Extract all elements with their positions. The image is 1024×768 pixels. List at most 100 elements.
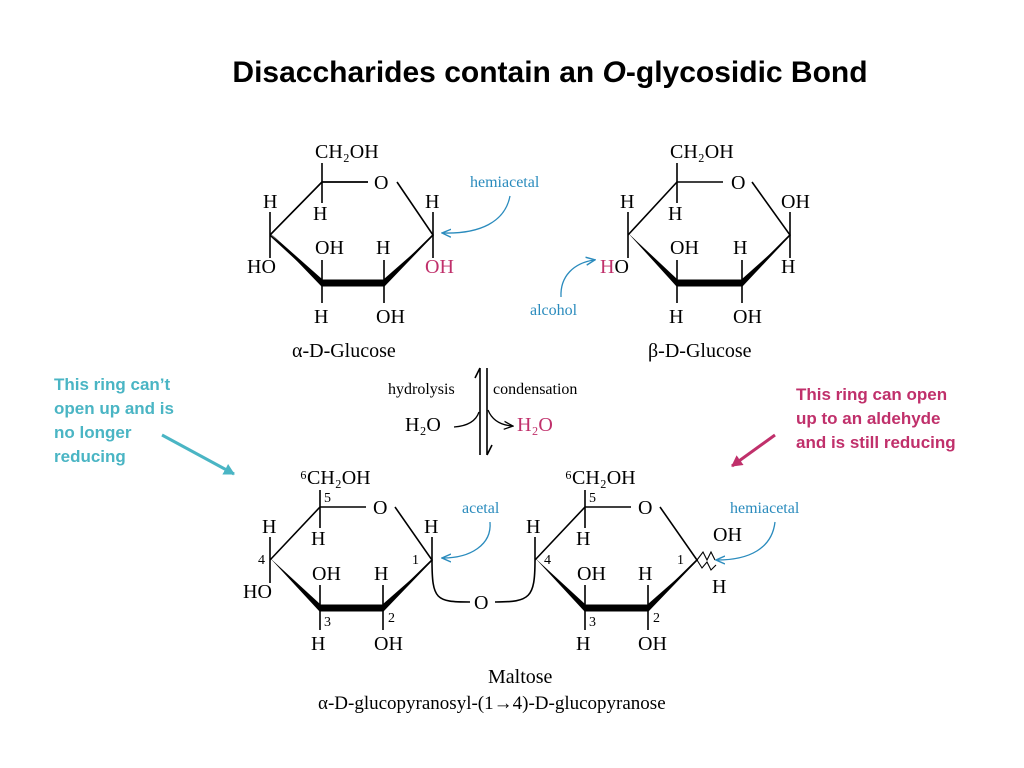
alpha-h-c2: H	[376, 237, 390, 259]
water-right: H₂O	[517, 414, 553, 436]
maltose-right-ring: ⁶CH₂OH 5 O H H OH 4 1 OH H H 3 2 H OH	[526, 467, 742, 655]
left-num-3: 3	[324, 615, 331, 630]
hemiacetal-label-top: hemiacetal	[470, 174, 540, 191]
alpha-glucose-structure: CH₂OH O H H H HO OH H OH H OH α-D-Glucos…	[247, 141, 454, 362]
beta-ring-upper	[627, 181, 792, 284]
left-num-2: 2	[388, 611, 395, 626]
water-left: H₂O	[405, 414, 441, 436]
water-in-curve	[453, 411, 480, 428]
hemiacetal-label-bottom: hemiacetal	[730, 500, 800, 517]
alpha-oh-c3: OH	[315, 237, 344, 259]
alpha-oh-c1: OH	[425, 256, 454, 278]
hemiacetal-arrow-bottom	[717, 521, 776, 560]
reaction-arrows: hydrolysis condensation H₂O H₂O	[388, 367, 577, 456]
hydrolysis-label: hydrolysis	[388, 381, 455, 398]
bridge-oxygen: O	[474, 592, 488, 614]
beta-glucose-structure: CH₂OH O H H OH HO OH H H H OH β-D-Glucos…	[600, 141, 810, 362]
right-ring-upper	[534, 506, 699, 609]
beta-ho-c4: HO	[600, 256, 629, 278]
left-ring-o: O	[373, 497, 387, 519]
left-wedge-left	[270, 558, 320, 612]
right-num-4: 4	[544, 553, 551, 568]
alpha-ho-c4: HO	[247, 256, 276, 278]
right-wedge-left	[535, 558, 585, 612]
up-arrow	[474, 367, 481, 455]
beta-substituent-bonds	[627, 163, 791, 303]
beta-h-c5: H	[668, 203, 682, 225]
beta-wedge-left	[628, 233, 677, 287]
right-num-1: 1	[677, 553, 684, 568]
beta-ch2oh: CH₂OH	[670, 141, 734, 163]
acetal-label: acetal	[462, 500, 500, 517]
alpha-ring-upper	[269, 181, 435, 284]
alcohol-label: alcohol	[530, 302, 578, 319]
maltose-label: Maltose	[488, 666, 553, 688]
right-h-c2: H	[638, 563, 652, 585]
alpha-ch2oh: CH₂OH	[315, 141, 379, 163]
right-num-3: 3	[589, 615, 596, 630]
left-ring-upper	[269, 506, 434, 609]
right-h-c1: H	[712, 576, 726, 598]
down-arrow	[486, 368, 493, 456]
alpha-h-c1: H	[425, 191, 439, 213]
left-num-5: 5	[324, 491, 331, 506]
alpha-wedge-right	[384, 236, 433, 287]
left-h-c5: H	[311, 528, 325, 550]
left-note-arrow	[161, 433, 235, 476]
left-ch2oh: ⁶CH₂OH	[300, 467, 371, 489]
beta-ring-o: O	[731, 172, 745, 194]
left-h-c4: H	[262, 516, 276, 538]
left-wedge-right	[383, 561, 432, 612]
beta-h-c1: H	[781, 256, 795, 278]
title-after: -glycosidic Bond	[625, 56, 868, 89]
acetal-arrow	[443, 521, 491, 558]
alpha-substituent-bonds	[269, 163, 434, 303]
beta-wedge-right	[742, 236, 790, 287]
left-substituent-bonds	[269, 490, 433, 630]
right-h-c5: H	[576, 528, 590, 550]
alpha-h-c4: H	[263, 191, 277, 213]
right-note: This ring can open up to an aldehyde and…	[796, 385, 956, 452]
alpha-ring-o: O	[374, 172, 388, 194]
right-substituent-bonds	[534, 490, 649, 630]
title-italic-o: O	[602, 56, 626, 89]
beta-oh-c1: OH	[781, 191, 810, 213]
left-h-c2: H	[374, 563, 388, 585]
left-note: This ring can’t open up and is no longer…	[54, 375, 174, 466]
right-oh-c2: OH	[638, 633, 667, 655]
left-ho-c4: HO	[243, 581, 272, 603]
page-title: Disaccharides contain an O-glycosidic Bo…	[0, 56, 1024, 90]
alcohol-arrow	[560, 260, 594, 298]
alpha-h-c5: H	[313, 203, 327, 225]
right-wedge-right	[648, 561, 697, 612]
beta-h-c4: H	[620, 191, 634, 213]
right-h-c4-up: H	[526, 516, 540, 538]
right-oh-c1: OH	[713, 524, 742, 546]
beta-o-text: O	[614, 256, 628, 278]
beta-glucose-label: β-D-Glucose	[648, 340, 752, 362]
beta-oh-c2: OH	[733, 306, 762, 328]
right-num-5: 5	[589, 491, 596, 506]
left-oh-c3: OH	[312, 563, 341, 585]
anomeric-wavy-bond	[696, 550, 717, 571]
left-h-c1: H	[424, 516, 438, 538]
left-num-4: 4	[258, 553, 265, 568]
alpha-glucose-label: α-D-Glucose	[292, 340, 396, 362]
left-oh-c2: OH	[374, 633, 403, 655]
maltose-left-ring: ⁶CH₂OH 5 O H H H 4 1 HO OH H 3 2 H OH	[243, 467, 438, 655]
beta-h-c2: H	[733, 237, 747, 259]
condensation-label: condensation	[493, 381, 577, 398]
glycosidic-bond	[431, 559, 536, 603]
right-ring-o: O	[638, 497, 652, 519]
beta-h-c3: H	[669, 306, 683, 328]
hemiacetal-arrow-top	[443, 195, 511, 233]
right-num-2: 2	[653, 611, 660, 626]
title-before: Disaccharides contain an	[232, 56, 603, 89]
left-h-c3: H	[311, 633, 325, 655]
maltose-systematic-name: α-D-glucopyranosyl-(1→4)-D-glucopyranose	[318, 693, 666, 714]
right-oh-c3: OH	[577, 563, 606, 585]
alpha-h-c3: H	[314, 306, 328, 328]
beta-oh-c3: OH	[670, 237, 699, 259]
alpha-oh-c2: OH	[376, 306, 405, 328]
